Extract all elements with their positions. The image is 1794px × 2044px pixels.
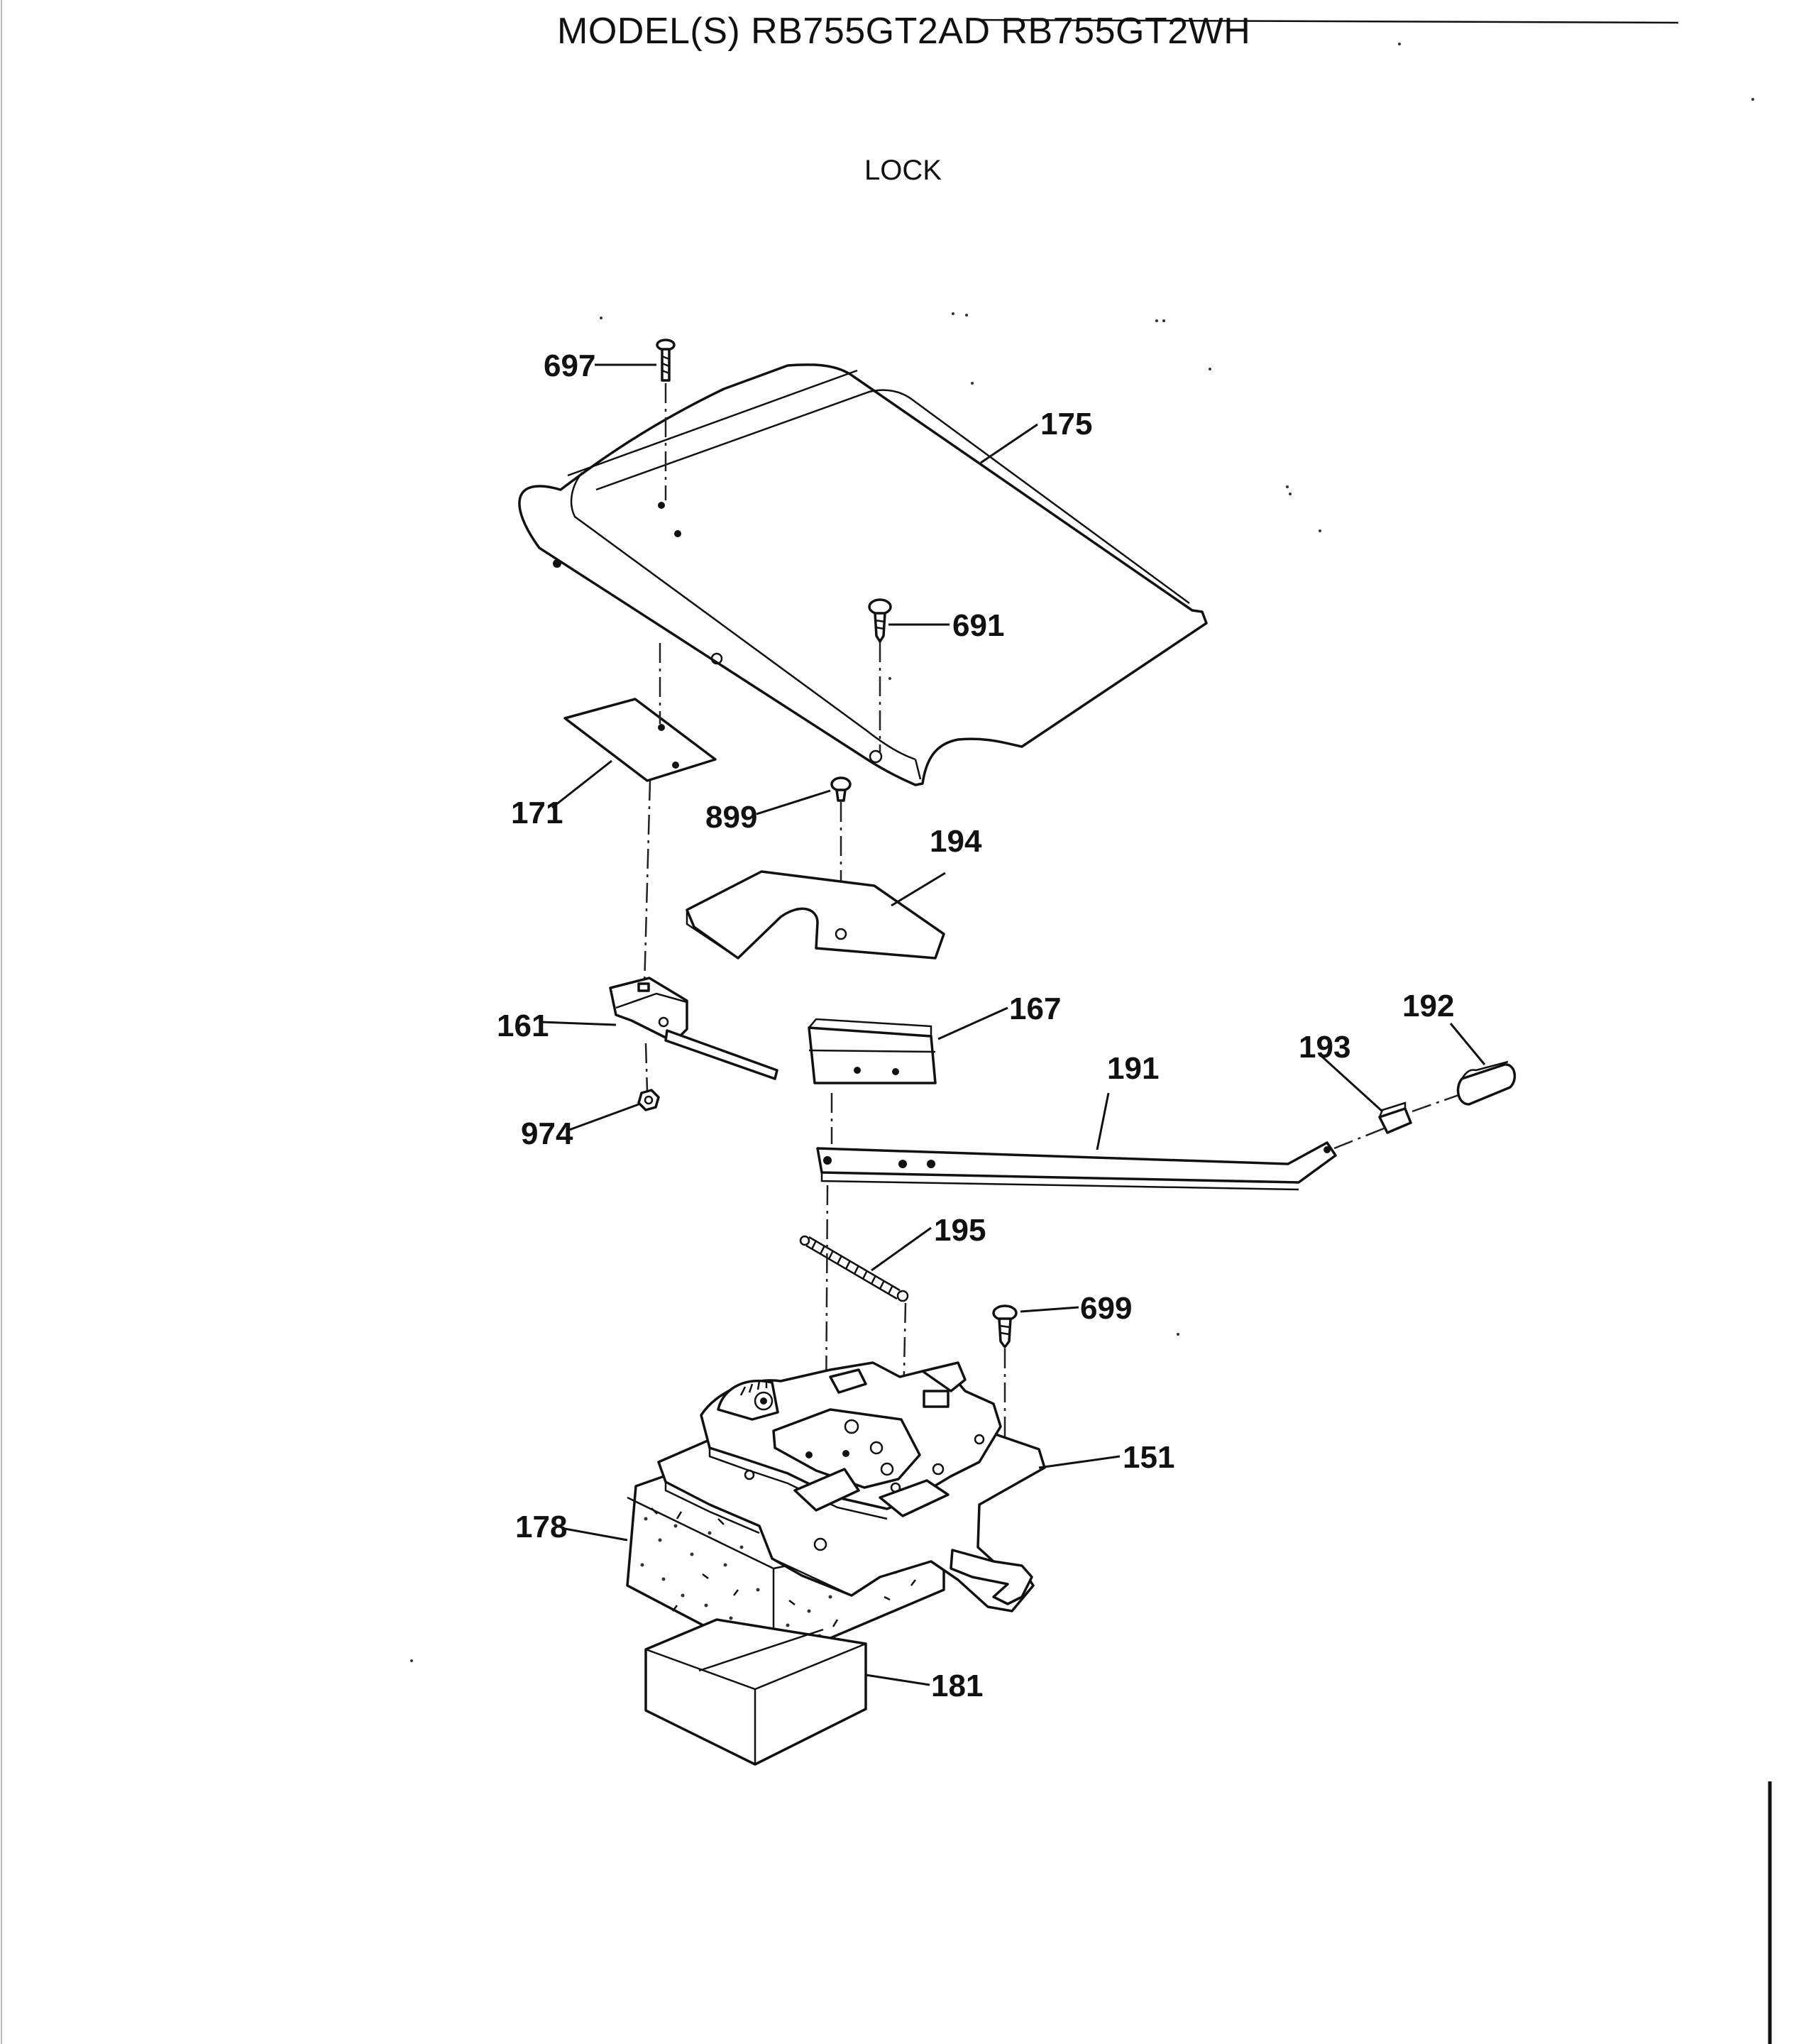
callout-691: 691: [952, 608, 1004, 643]
callout-191: 191: [1107, 1051, 1159, 1086]
screw-part-899: [830, 776, 852, 802]
callout-175: 175: [1040, 407, 1092, 441]
callout-171: 171: [511, 796, 563, 830]
block-part-167: [808, 1018, 937, 1084]
arm-part-191: [816, 1141, 1337, 1191]
callout-178: 178: [515, 1510, 567, 1544]
callout-167: 167: [1009, 991, 1061, 1026]
callout-974: 974: [521, 1116, 573, 1151]
assembly-line: [643, 780, 651, 987]
assembly-line: [1411, 1092, 1465, 1113]
screw-part-697: [656, 339, 676, 382]
model-title: MODEL(S) RB755GT2AD RB755GT2WH: [557, 11, 1251, 52]
assembly-line: [644, 1043, 649, 1092]
section-title: LOCK: [864, 155, 942, 186]
callout-161: 161: [497, 1009, 549, 1043]
scan-specks: [410, 43, 1754, 1662]
leader-lines: [540, 363, 1486, 1686]
callout-899: 899: [705, 800, 757, 835]
plate-part-171: [563, 698, 717, 782]
callout-193: 193: [1299, 1030, 1350, 1065]
bracket-part-194: [686, 870, 945, 960]
screw-part-699: [992, 1304, 1018, 1348]
block-part-181: [644, 1618, 867, 1766]
callout-181: 181: [931, 1669, 983, 1703]
spring-part-195: [799, 1235, 909, 1302]
header-rule: [975, 18, 1679, 24]
callout-151: 151: [1123, 1440, 1174, 1475]
callout-194: 194: [930, 824, 982, 859]
callout-699: 699: [1080, 1291, 1132, 1326]
assembly-line: [1333, 1127, 1385, 1150]
knob-part-192: [1456, 1060, 1517, 1106]
screw-part-691: [868, 598, 892, 643]
callout-195: 195: [934, 1213, 986, 1248]
nut-part-974: [637, 1089, 660, 1111]
callout-697: 697: [544, 348, 595, 383]
switch-part-161: [609, 977, 778, 1080]
cover-part-175: [518, 363, 1208, 786]
lock-assembly-part-151: [657, 1361, 1046, 1612]
clip-part-193: [1378, 1101, 1412, 1134]
callout-192: 192: [1402, 989, 1454, 1023]
